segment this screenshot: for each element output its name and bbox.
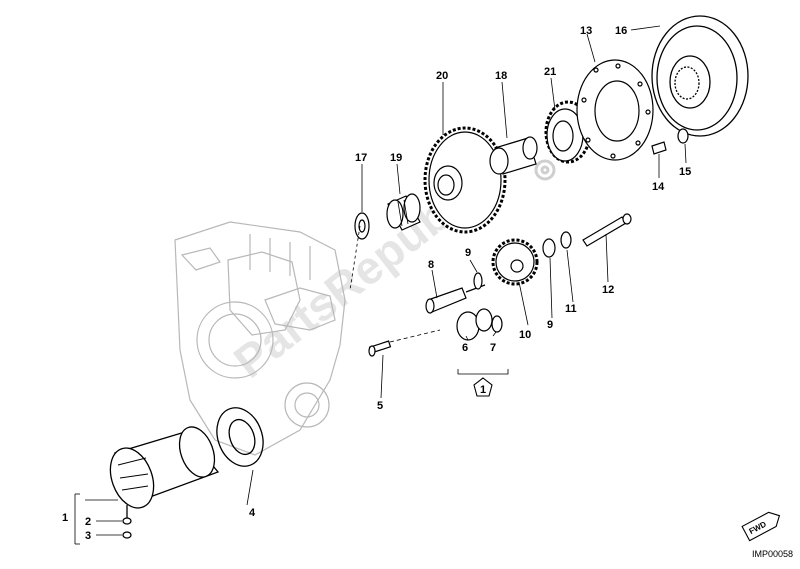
callout-16: 16 [615,25,627,37]
callout-21: 21 [544,66,556,78]
washer-17 [354,212,370,240]
intermediate-gear-20 [423,126,507,234]
starter-gasket [216,407,264,467]
callout-17: 17 [355,152,367,164]
screw-5 [368,329,441,357]
callout-5: 5 [377,400,383,412]
pinion-6 [456,308,493,341]
callout-2: 2 [85,516,91,528]
flywheel-16 [651,15,749,137]
engine-block-outline [174,221,346,456]
flange-13 [576,59,654,161]
callout-6: 6 [462,342,468,354]
callout-14: 14 [652,181,665,193]
roller-bearing-19 [386,193,421,231]
callout-9-lower: 9 [547,319,553,331]
callout-10: 10 [519,329,531,341]
washer-9-lower [542,238,556,258]
group-symbol: 1 [473,377,493,397]
watermark-gear-icon [534,159,556,181]
washer-7 [491,315,503,333]
callout-7: 7 [490,342,496,354]
ring-15 [677,128,689,144]
callout-9-upper: 9 [465,247,471,259]
diagram-code: IMP00058 [752,549,793,559]
callout-13: 13 [580,25,592,37]
callout-3: 3 [85,530,91,542]
fwd-direction-badge: FWD [741,511,781,542]
circlip-11 [560,231,572,249]
callout-11: 11 [565,303,577,315]
callout-15: 15 [679,166,691,178]
callout-leader-lines [74,25,687,545]
callout-1: 1 [62,512,68,524]
callout-18: 18 [495,70,507,82]
group-symbol-label: 1 [480,384,486,396]
callout-12: 12 [602,284,614,296]
shaft-8 [425,284,486,314]
callout-20: 20 [436,70,448,82]
callout-labels: 1 2 3 4 5 6 7 8 9 9 10 11 12 13 14 15 16… [62,25,691,542]
idler-gear-10 [491,238,539,286]
callout-19: 19 [390,152,402,164]
callout-4: 4 [249,507,256,519]
washer-9-upper [473,272,483,290]
starter-motor [109,426,220,539]
dowel-14 [651,141,667,155]
callout-8: 8 [428,259,434,271]
sleeve-18 [489,136,538,175]
bolt-12 [582,213,632,247]
